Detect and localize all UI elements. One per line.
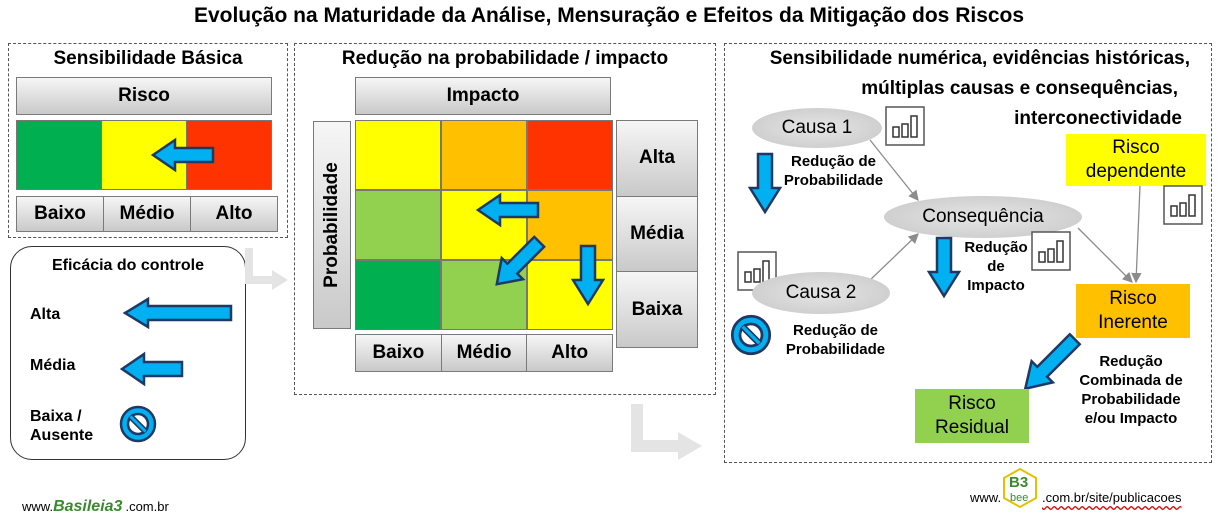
arrow-left-large-icon [122, 296, 233, 330]
panel3-title-line3: interconectividade [1014, 108, 1182, 129]
matrix-cell-2-0 [355, 260, 441, 330]
control-low-label: Baixa / Ausente [30, 408, 94, 444]
panel3-title-line2: múltiplas causas e consequências, [861, 78, 1178, 99]
control-efficacy-box [10, 246, 246, 460]
prob-level-medium: Média [616, 196, 698, 273]
line-cause1-consequence [869, 139, 919, 202]
probability-level-labels: Alta Média Baixa [616, 120, 698, 349]
prob-level-high: Alta [616, 120, 698, 197]
impact-reduction-label: Redução de Impacto [964, 239, 1028, 294]
risk-matrix [355, 120, 613, 330]
b3bee-logo-top: B3 [1009, 474, 1029, 491]
impact-level-low: Baixo [355, 334, 442, 372]
footer-left-prefix: www. [22, 499, 54, 514]
residual-risk-box: Risco Residual [915, 389, 1029, 443]
line-dependent-inherent [1131, 185, 1142, 284]
footer-left-link[interactable]: www. Basileia3 .com.br [22, 498, 169, 516]
matrix-cell-1-0 [355, 190, 441, 260]
b3bee-logo-bottom: bee [1010, 492, 1029, 504]
panel3-title-line1: Sensibilidade numérica, evidências histó… [769, 48, 1190, 69]
panel-numeric-sensitivity [724, 43, 1212, 463]
impact-header: Impacto [355, 77, 611, 115]
consequence-node: Consequência [884, 196, 1082, 238]
cause2-reduction-label: Redução de Probabilidade [785, 322, 886, 358]
impact-level-high: Alto [527, 334, 614, 372]
arrow-diagonal-icon [1023, 332, 1082, 391]
panel1-title: Sensibilidade Básica [53, 48, 243, 69]
matrix-cell-1-2 [527, 190, 613, 260]
impact-level-labels: Baixo Médio Alto [355, 334, 614, 372]
matrix-cell-0-0 [355, 120, 441, 190]
chart-icon [1163, 185, 1203, 225]
dependent-risk-box: Risco dependente [1066, 134, 1206, 186]
line-cause2-consequence [867, 233, 919, 283]
risk-low-cell [17, 121, 102, 189]
matrix-cell-0-2 [527, 120, 613, 190]
line-consequence-inherent [1077, 227, 1133, 283]
footer-right-suffix: .com.br/site/publicacoes [1042, 490, 1182, 505]
risk-level-low: Baixo [16, 196, 104, 232]
flow-arrow-icon [631, 404, 702, 460]
panel-basic-sensitivity [8, 43, 288, 238]
no-sign-icon [729, 313, 773, 357]
inherent-risk-box: Risco Inerente [1076, 284, 1190, 338]
control-medium-label: Média [30, 357, 76, 374]
risk-level-medium: Médio [104, 196, 191, 232]
b3bee-logo-icon: B3 bee [1003, 467, 1037, 509]
risk-level-labels: Baixo Médio Alto [16, 196, 278, 232]
prob-level-low: Baixa [616, 272, 698, 349]
chart-icon [885, 106, 925, 146]
matrix-cell-1-1 [441, 190, 527, 260]
cause1-reduction-label: Redução de Probabilidade [783, 153, 884, 189]
combined-reduction-label: Redução Combinada de Probabilidade e/ou … [1079, 353, 1183, 427]
footer-left-suffix: .com.br [125, 499, 169, 514]
matrix-cell-0-1 [441, 120, 527, 190]
risk-header: Risco [16, 77, 272, 115]
flow-arrow-icon [245, 248, 288, 290]
panel-probability-impact [294, 43, 716, 395]
footer-right-prefix: www. [970, 490, 1002, 505]
cause1-node: Causa 1 [752, 108, 882, 148]
probability-header: Probabilidade [313, 121, 351, 329]
page-title: Evolução na Maturidade da Análise, Mensu… [193, 4, 1025, 27]
impact-level-medium: Médio [441, 334, 528, 372]
risk-level-high: Alto [191, 196, 278, 232]
footer-right-link[interactable]: www. B3 bee .com.br/site/publicacoes [970, 467, 1216, 518]
cause2-node: Causa 2 [752, 272, 890, 314]
control-title: Eficácia do controle [51, 257, 205, 274]
panel2-title: Redução na probabilidade / impacto [341, 48, 669, 69]
control-high-label: Alta [30, 306, 61, 323]
risk-color-bar [16, 120, 272, 190]
matrix-cell-2-2 [527, 260, 613, 330]
footer-left-brand: Basileia3 [53, 498, 123, 515]
